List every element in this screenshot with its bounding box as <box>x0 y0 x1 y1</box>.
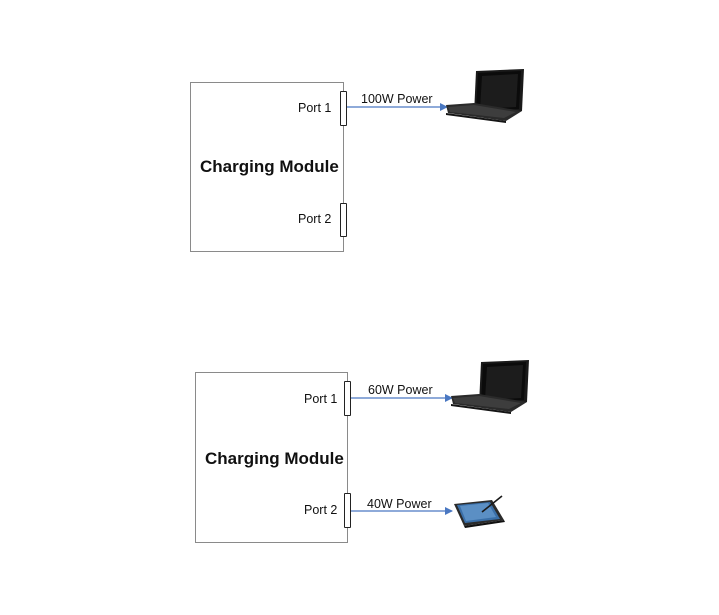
power-label-d2-port2: 40W Power <box>367 497 432 511</box>
port-1-connector-d2 <box>344 381 351 416</box>
charging-module-1 <box>190 82 344 252</box>
power-label-d1-port1: 100W Power <box>361 92 433 106</box>
port-1-label-d2: Port 1 <box>304 392 338 406</box>
port-2-connector-d1 <box>340 203 347 237</box>
port-2-label-d2: Port 2 <box>304 503 338 517</box>
laptop-icon <box>451 360 529 414</box>
charging-module-2 <box>195 372 348 543</box>
module-title-1: Charging Module <box>200 157 339 176</box>
laptop-icon <box>446 69 524 123</box>
power-label-d2-port1: 60W Power <box>368 383 433 397</box>
port-1-label-d1: Port 1 <box>298 101 332 115</box>
module-title-2: Charging Module <box>205 449 344 468</box>
port-1-connector-d1 <box>340 91 347 126</box>
tablet-icon <box>454 495 505 528</box>
port-2-label-d1: Port 2 <box>298 212 332 226</box>
port-2-connector-d2 <box>344 493 351 528</box>
